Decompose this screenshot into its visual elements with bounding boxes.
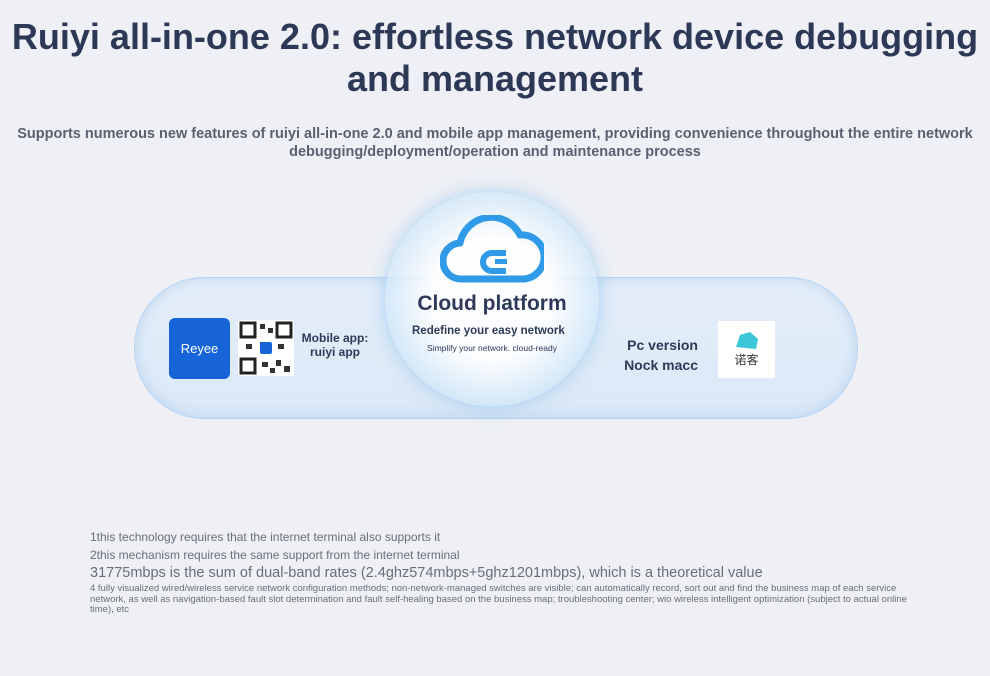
mobile-app-label: Mobile app: ruiyi app bbox=[301, 331, 369, 359]
cloud-subline: Simplify your network. cloud-ready bbox=[427, 343, 557, 353]
page-title: Ruiyi all-in-one 2.0: effortless network… bbox=[11, 16, 979, 99]
footnote: 4 fully visualized wired/wireless servic… bbox=[90, 583, 907, 615]
cloud-platform-title: Cloud platform bbox=[417, 292, 567, 315]
footnote: 1this technology requires that the inter… bbox=[90, 530, 441, 544]
qr-code-icon bbox=[238, 320, 294, 376]
nock-logo-icon bbox=[735, 332, 758, 349]
reyee-logo: Reyee bbox=[169, 318, 230, 379]
page-subtitle: Supports numerous new features of ruiyi … bbox=[17, 126, 973, 160]
cloud-orb bbox=[385, 192, 599, 406]
footnotes: 1this technology requires that the inter… bbox=[90, 528, 910, 616]
nock-logo: 诺客 bbox=[718, 321, 775, 378]
footnote: 2this mechanism requires the same suppor… bbox=[90, 548, 460, 562]
footnote: 31775mbps is the sum of dual-band rates … bbox=[90, 565, 763, 581]
cloud-icon bbox=[440, 215, 544, 283]
cloud-tagline: Redefine your easy network bbox=[412, 325, 565, 337]
pc-version-label: Pc version Nock macc bbox=[624, 337, 698, 373]
